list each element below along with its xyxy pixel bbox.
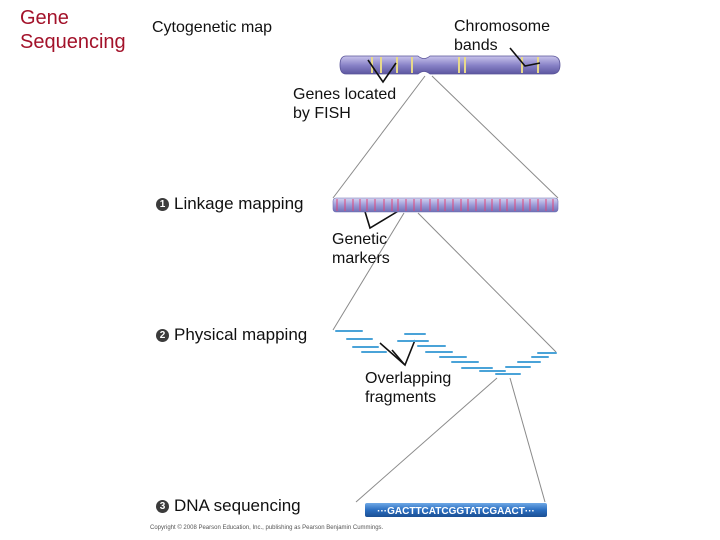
cytogenetic-map-label: Cytogenetic map [152,19,273,36]
fish-genes-label: Genes located by FISH [293,85,396,123]
zoom-lines [332,75,559,503]
slide-title-line1: Gene [20,7,69,29]
dna-sequence-text: ···GACTTCATCGGTATCGAACT··· [377,506,535,517]
genetic-marker-ticks [336,199,554,211]
step-number-badge: 1 [156,197,169,211]
step-number-badge: 2 [156,328,169,342]
fish-genes-label-line1: Genes located [293,86,397,103]
step-linkage-mapping: 1 Linkage mapping [156,194,303,214]
overlapping-fragments-label: Overlapping fragments [365,369,451,407]
slide-title: Gene Sequencing [20,6,126,54]
overlapping-fragments-label-line1: Overlapping [365,370,452,387]
linkage-map-bar [332,197,559,213]
slide-title-line2: Sequencing [20,31,126,53]
pointer-lines [362,47,541,367]
chromosome [339,55,561,75]
step-label: Physical mapping [174,325,308,344]
step-number-badge: 3 [156,499,169,513]
genetic-markers-label: Genetic markers [332,230,390,268]
chromosome-bands [371,57,539,73]
step-physical-mapping: 2 Physical mapping [156,325,307,345]
step-label: Linkage mapping [174,194,304,213]
chromosome-bands-label-line2: bands [454,37,498,54]
dna-sequence-bar: ···GACTTCATCGGTATCGAACT··· [365,503,547,517]
overlapping-fragments [335,330,557,375]
step-label: DNA sequencing [174,496,301,515]
step-dna-sequencing: 3 DNA sequencing [156,496,301,516]
genetic-markers-label-line1: Genetic [332,231,388,248]
overlapping-fragments-label-line2: fragments [365,389,437,406]
chromosome-bands-label-line1: Chromosome [454,18,551,35]
copyright-notice: Copyright © 2008 Pearson Education, Inc.… [150,525,384,531]
fish-genes-label-line2: by FISH [293,105,351,122]
chromosome-bands-label: Chromosome bands [454,17,550,55]
genetic-markers-label-line2: markers [332,250,390,267]
